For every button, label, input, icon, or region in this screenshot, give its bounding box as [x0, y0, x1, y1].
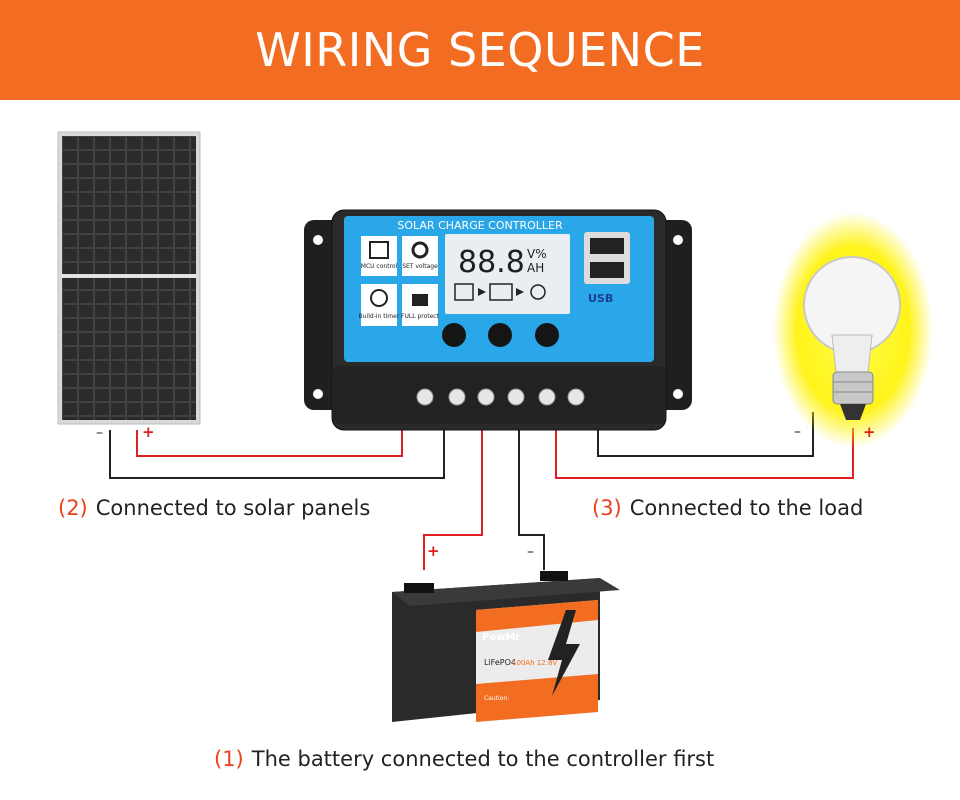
lcd-arrow-icon-2: [516, 288, 524, 296]
lcd-digits: 88.8: [458, 245, 525, 280]
lcd-arrow-icon: [478, 288, 486, 296]
load-negative-wire: [597, 412, 814, 457]
up-button: [488, 323, 512, 347]
caption-battery-text: The battery connected to the controller …: [251, 747, 715, 771]
caption-load: (3) Connected to the load: [592, 496, 863, 520]
usb-label: USB: [588, 292, 613, 305]
terminal-load-negative: [567, 388, 585, 406]
battery-brand: PowMr: [482, 632, 520, 643]
solar-positive-wire: [136, 424, 403, 457]
menu-button: [442, 323, 466, 347]
lcd-battery-icon: [489, 283, 513, 301]
lcd-bulb-icon: [530, 284, 546, 300]
header-banner: [0, 0, 960, 100]
lcd-screen: [445, 234, 570, 314]
battery-positive-wire: [423, 424, 483, 570]
caption-solar-text: Connected to solar panels: [95, 496, 371, 520]
feature-label-set: SET voltage: [402, 263, 438, 270]
battery-caution: Caution:: [484, 695, 509, 702]
page-title: WIRING SEQUENCE: [255, 23, 705, 77]
solar-panel: [57, 131, 201, 425]
lcd-unit-top: V%: [527, 247, 547, 261]
battery: [392, 571, 620, 722]
battery-accent: [476, 600, 598, 632]
solar-negative-wire: [109, 424, 445, 479]
load-positive-wire: [555, 424, 854, 479]
lcd-unit-bottom: AH: [527, 261, 544, 275]
lightning-icon: [548, 610, 580, 696]
caption-load-number: (3): [592, 496, 622, 520]
wires: [109, 412, 854, 570]
terminal-battery-negative: [507, 388, 525, 406]
charge-controller: MCU control SET voltage Build-in timer F…: [304, 209, 692, 431]
caption-battery: (1) The battery connected to the controll…: [214, 747, 714, 771]
lcd-solar-icon: [454, 283, 474, 301]
light-bulb: [773, 212, 933, 448]
battery-type: LiFePO4: [484, 658, 516, 667]
caption-solar-number: (2): [58, 496, 88, 520]
battery-spec: 100Ah 12.8V: [512, 659, 557, 667]
battery-plus-label: +: [427, 542, 440, 560]
terminal-battery-positive: [477, 388, 495, 406]
load-minus-label: –: [794, 424, 801, 440]
caption-load-text: Connected to the load: [629, 496, 864, 520]
controller-title: SOLAR CHARGE CONTROLLER: [397, 219, 563, 232]
caption-solar: (2) Connected to solar panels: [58, 496, 370, 520]
terminal-solar-negative: [416, 388, 434, 406]
load-plus-label: +: [863, 423, 876, 441]
terminal-load-positive: [538, 388, 556, 406]
caption-battery-number: (1): [214, 747, 244, 771]
terminal-solar-positive: [448, 388, 466, 406]
battery-negative-wire: [518, 424, 545, 570]
down-button: [535, 323, 559, 347]
feature-label-protect: FULL protect: [401, 313, 440, 320]
battery-minus-label: –: [527, 544, 534, 560]
feature-label-timer: Build-in timer: [359, 313, 400, 320]
panel-plus-label: +: [142, 423, 155, 441]
panel-minus-label: –: [96, 425, 103, 441]
feature-label-mcu: MCU control: [361, 263, 398, 270]
